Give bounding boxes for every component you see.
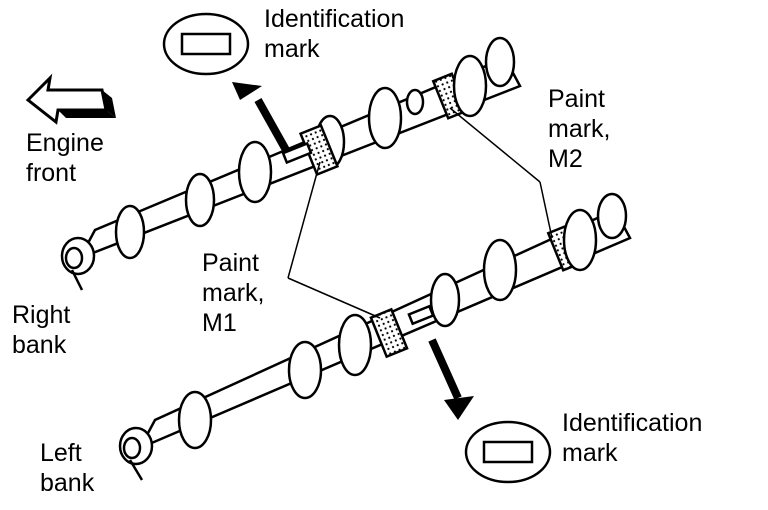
- identification-mark-icon: [162, 12, 250, 76]
- identification-arrows: [232, 82, 474, 420]
- leader-lines: [287, 107, 553, 319]
- identification-mark-icon: [464, 420, 552, 484]
- left-bank-camshaft: [118, 192, 632, 481]
- right-bank-camshaft: [60, 36, 522, 291]
- engine-front-arrow-icon: [25, 73, 116, 125]
